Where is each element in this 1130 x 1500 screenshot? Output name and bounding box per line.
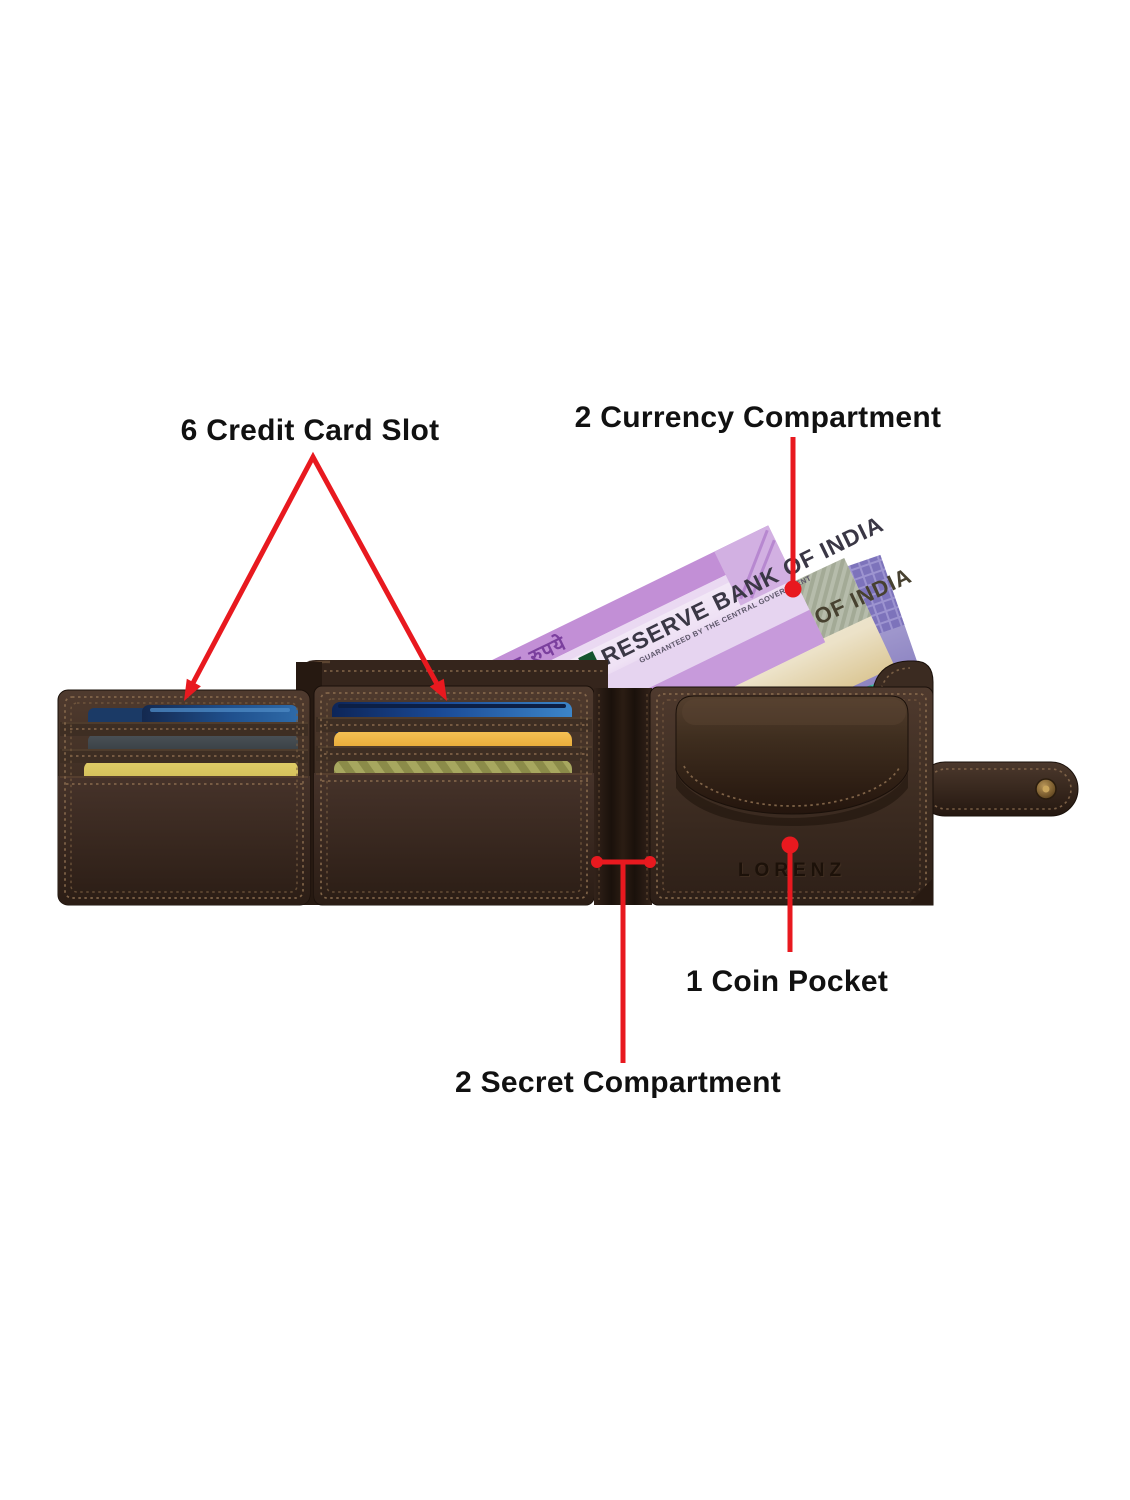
credit-card-arrowhead-left [184, 678, 201, 701]
left-panel-slot-edges [60, 722, 308, 763]
secret-pointer-dot-left [591, 856, 603, 868]
left-panel-front-pocket [58, 776, 310, 905]
secret-pointer-dot-right [644, 856, 656, 868]
middle-panel [313, 685, 595, 906]
coin-pocket-flap [675, 695, 909, 826]
credit-card-arrow-lines [190, 451, 440, 686]
currency-notes: INDIA BANK OF INDIA RAL GOVERNMENT RESER… [485, 510, 924, 793]
credit-card-arrowhead-right [429, 678, 447, 701]
label-credit-card-slot: 6 Credit Card Slot [180, 414, 440, 447]
middle-panel-slot-edges [316, 717, 592, 761]
annotation-lines [184, 437, 802, 1063]
label-secret-compartment: 2 Secret Compartment [454, 1066, 782, 1099]
label-coin-pocket: 1 Coin Pocket [685, 965, 889, 998]
label-currency-compartment: 2 Currency Compartment [574, 401, 942, 434]
corner-fold [908, 878, 933, 905]
closure-strap [917, 761, 1079, 817]
left-panel [57, 689, 311, 906]
right-panel: LORENZ LORENZ [649, 686, 934, 906]
coin-pointer-dot [781, 836, 799, 854]
middle-panel-front-pocket [314, 773, 594, 905]
currency-pointer-dot [784, 580, 802, 598]
